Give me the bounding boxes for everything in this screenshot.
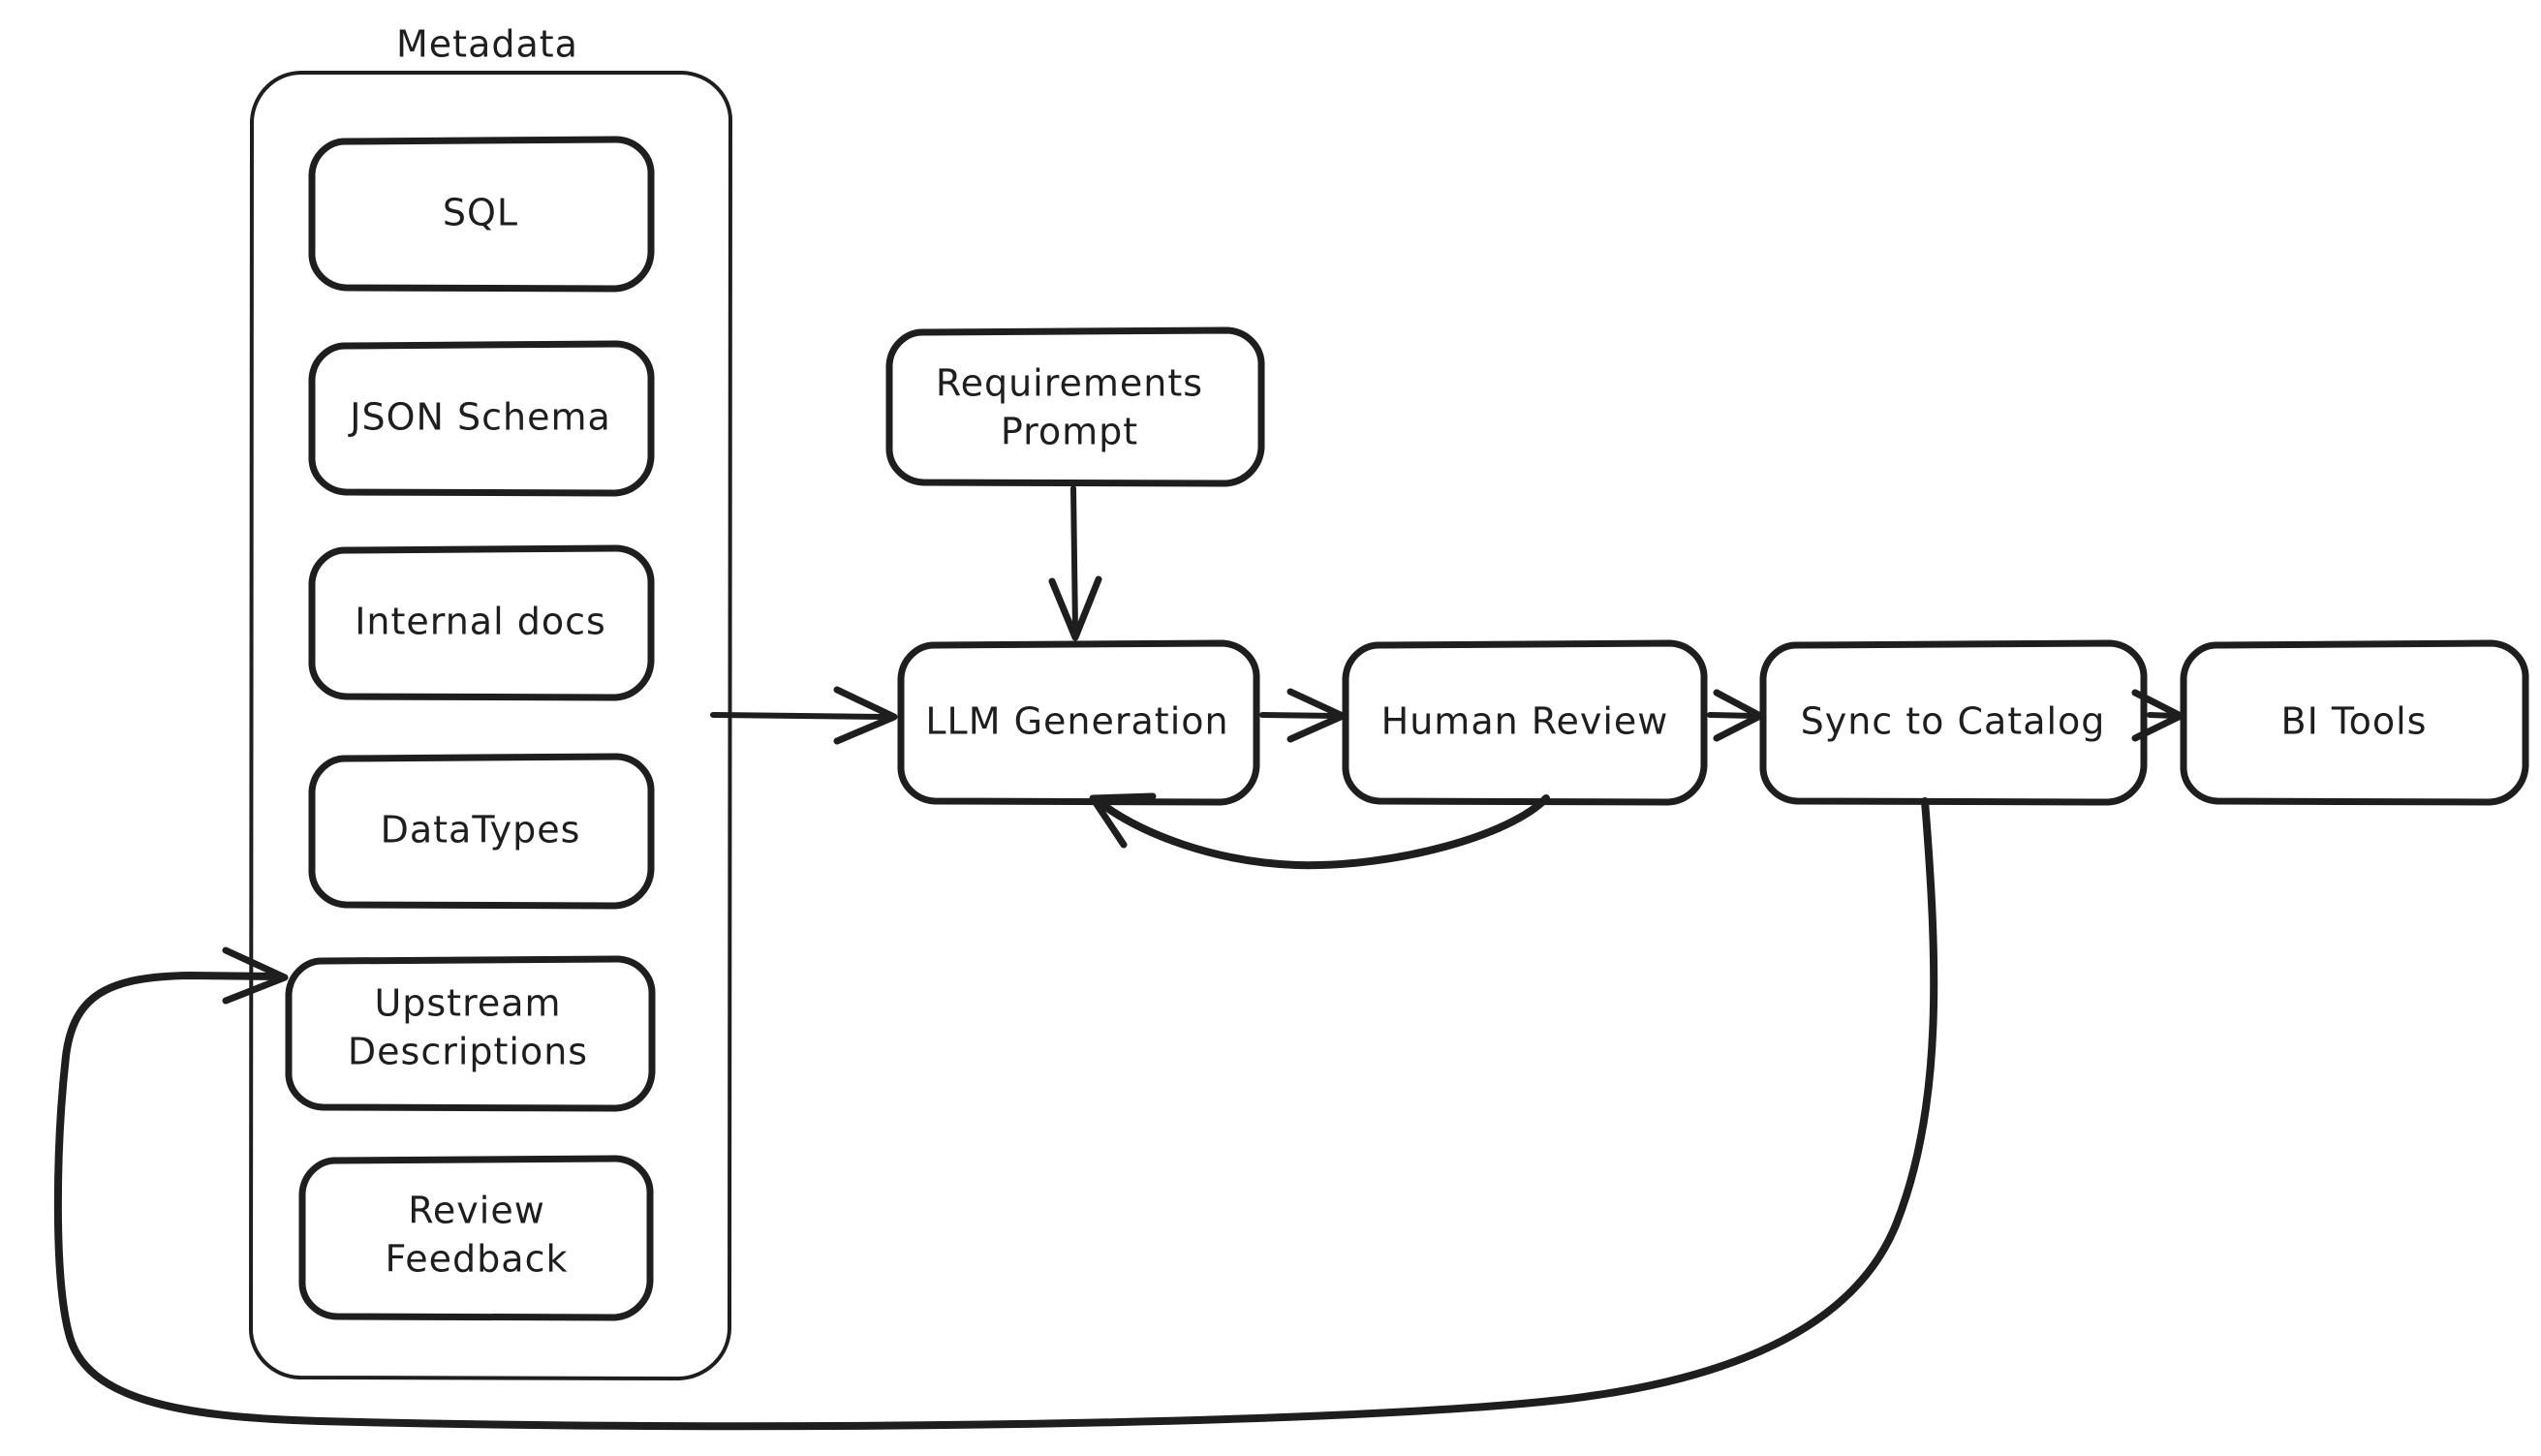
metadata-item-sql[interactable]: SQL xyxy=(308,136,655,293)
metadata-item-internal-docs-box[interactable] xyxy=(308,544,655,701)
metadata-item-json-schema[interactable]: JSON Schema xyxy=(308,340,655,497)
metadata-item-datatypes-label: DataTypes xyxy=(381,809,581,852)
node-human-review[interactable]: Human Review xyxy=(1342,639,1708,806)
node-human-review-label: Human Review xyxy=(1381,700,1669,743)
metadata-item-review-feedback-label-line2: Feedback xyxy=(386,1238,569,1281)
metadata-item-json-schema-label: JSON Schema xyxy=(348,396,611,439)
metadata-item-upstream-descriptions-label-line1: Upstream xyxy=(374,982,561,1025)
node-llm-generation-label: LLM Generation xyxy=(925,700,1228,743)
node-sync-to-catalog-label: Sync to Catalog xyxy=(1801,700,2106,743)
metadata-group-label: Metadata xyxy=(396,23,578,66)
metadata-item-review-feedback-box[interactable] xyxy=(298,1155,654,1321)
node-requirements-prompt[interactable]: Requirements Prompt xyxy=(885,326,1265,487)
metadata-item-sql-label: SQL xyxy=(443,192,518,234)
node-human-review-box[interactable] xyxy=(1342,639,1708,806)
metadata-item-upstream-descriptions-label-line2: Descriptions xyxy=(348,1031,588,1073)
metadata-item-internal-docs-label: Internal docs xyxy=(355,601,606,643)
edge-review-feedback-to-llm xyxy=(1089,792,1550,870)
metadata-item-upstream-descriptions[interactable]: Upstream Descriptions xyxy=(285,955,656,1112)
node-requirements-prompt-label-line1: Requirements xyxy=(936,362,1203,405)
metadata-item-sql-box[interactable] xyxy=(308,136,655,293)
node-requirements-prompt-box[interactable] xyxy=(885,326,1265,487)
metadata-item-datatypes[interactable]: DataTypes xyxy=(308,753,655,910)
edge-metadata-to-llm xyxy=(710,686,898,745)
metadata-item-json-schema-box[interactable] xyxy=(308,340,655,497)
node-bi-tools-label: BI Tools xyxy=(2281,700,2428,743)
edge-catalog-to-upstream-descriptions xyxy=(53,797,1938,1431)
node-bi-tools[interactable]: BI Tools xyxy=(2180,639,2529,806)
metadata-item-review-feedback-label-line1: Review xyxy=(408,1190,545,1232)
edge-llm-to-review xyxy=(1259,688,1347,743)
node-sync-to-catalog-box[interactable] xyxy=(1759,639,2148,806)
node-requirements-prompt-label-line2: Prompt xyxy=(1001,411,1138,453)
metadata-item-review-feedback[interactable]: Review Feedback xyxy=(298,1155,654,1321)
metadata-item-datatypes-box[interactable] xyxy=(308,753,655,910)
metadata-item-upstream-descriptions-box[interactable] xyxy=(285,955,656,1112)
metadata-item-internal-docs[interactable]: Internal docs xyxy=(308,544,655,701)
node-llm-generation[interactable]: LLM Generation xyxy=(897,639,1260,806)
edge-prompt-to-llm xyxy=(1048,485,1102,641)
node-llm-generation-box[interactable] xyxy=(897,639,1260,806)
edge-sync-to-bi xyxy=(2131,689,2185,742)
node-bi-tools-box[interactable] xyxy=(2180,639,2529,806)
edge-review-to-sync xyxy=(1707,689,1764,742)
node-sync-to-catalog[interactable]: Sync to Catalog xyxy=(1759,639,2148,806)
